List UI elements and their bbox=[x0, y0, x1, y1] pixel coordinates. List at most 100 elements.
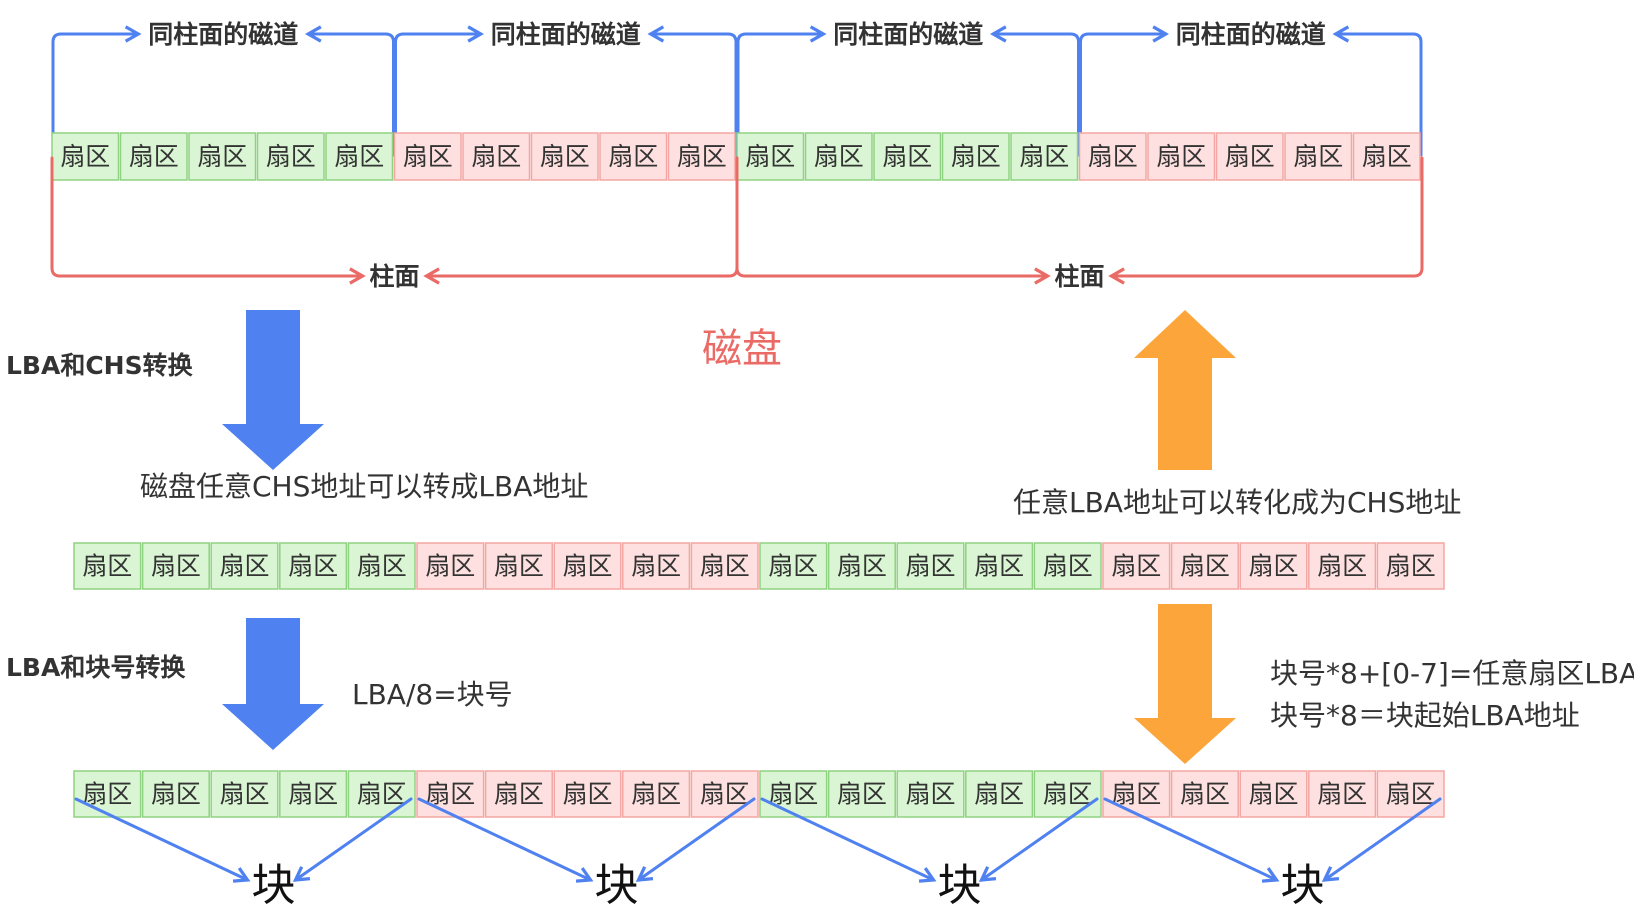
block-sector-label: 扇区 bbox=[82, 780, 132, 809]
track-label: 同柱面的磁道 bbox=[148, 20, 298, 49]
top-sector: 扇区 bbox=[325, 132, 394, 181]
block-sector-label: 扇区 bbox=[768, 780, 818, 809]
top-sector-label: 扇区 bbox=[266, 142, 316, 171]
top-sector-label: 扇区 bbox=[1019, 142, 1069, 171]
top-sector-label: 扇区 bbox=[882, 142, 932, 171]
lba-sector: 扇区 bbox=[279, 542, 348, 590]
chs-down-caption: 磁盘任意CHS地址可以转成LBA地址 bbox=[140, 470, 588, 503]
lba-sector-label: 扇区 bbox=[974, 552, 1024, 581]
lba-sector: 扇区 bbox=[416, 542, 485, 590]
block-sector: 扇区 bbox=[622, 770, 691, 818]
lba-sector-label: 扇区 bbox=[494, 552, 544, 581]
block-group: 块 bbox=[1103, 797, 1442, 911]
block-group: 块 bbox=[74, 797, 413, 911]
block-sector-label: 扇区 bbox=[425, 780, 475, 809]
lba-sector: 扇区 bbox=[1308, 542, 1377, 590]
lba-sector-label: 扇区 bbox=[1111, 552, 1161, 581]
block-sector: 扇区 bbox=[827, 770, 896, 818]
block-label: 块 bbox=[938, 860, 982, 911]
lba-sector: 扇区 bbox=[1170, 542, 1239, 590]
block-sector: 扇区 bbox=[141, 770, 210, 818]
block-sector-label: 扇区 bbox=[1111, 780, 1161, 809]
block-section-title: LBA和块号转换 bbox=[6, 653, 186, 682]
top-sector-label: 扇区 bbox=[1156, 142, 1206, 171]
lba-sector-label: 扇区 bbox=[768, 552, 818, 581]
block-sector-label: 扇区 bbox=[1317, 780, 1367, 809]
lba-sector-label: 扇区 bbox=[700, 552, 750, 581]
top-sector: 扇区 bbox=[462, 132, 531, 181]
track-label: 同柱面的磁道 bbox=[833, 20, 983, 49]
lba-sector: 扇区 bbox=[759, 542, 828, 590]
top-sector-label: 扇区 bbox=[60, 142, 110, 171]
lba-sector: 扇区 bbox=[896, 542, 965, 590]
block-sector-label: 扇区 bbox=[631, 780, 681, 809]
top-sector-label: 扇区 bbox=[1293, 142, 1343, 171]
lba-sector: 扇区 bbox=[827, 542, 896, 590]
top-sector-label: 扇区 bbox=[1225, 142, 1275, 171]
top-sector-row: 扇区扇区扇区扇区扇区扇区扇区扇区扇区扇区扇区扇区扇区扇区扇区扇区扇区扇区扇区扇区 bbox=[51, 132, 1421, 181]
block-sector-label: 扇区 bbox=[357, 780, 407, 809]
lba-sector: 扇区 bbox=[347, 542, 416, 590]
block-sector: 扇区 bbox=[896, 770, 965, 818]
block-sector: 扇区 bbox=[1033, 770, 1102, 818]
top-sector: 扇区 bbox=[941, 132, 1010, 181]
block-sector-label: 扇区 bbox=[1386, 780, 1436, 809]
track-bracket: 同柱面的磁道 bbox=[394, 20, 738, 157]
lba-sector: 扇区 bbox=[622, 542, 691, 590]
block-sector-label: 扇区 bbox=[288, 780, 338, 809]
block-down-caption: LBA/8=块号 bbox=[352, 678, 513, 711]
lba-sector: 扇区 bbox=[210, 542, 279, 590]
track-bracket: 同柱面的磁道 bbox=[736, 20, 1080, 157]
lba-sector-label: 扇区 bbox=[837, 552, 887, 581]
lba-sector: 扇区 bbox=[690, 542, 759, 590]
top-sector: 扇区 bbox=[1078, 132, 1147, 181]
disk-label: 磁盘 bbox=[702, 326, 782, 372]
block-grouping-lines: 块块块块 bbox=[74, 797, 1442, 911]
track-label: 同柱面的磁道 bbox=[491, 20, 641, 49]
lba-sector-label: 扇区 bbox=[82, 552, 132, 581]
chs-section-title: LBA和CHS转换 bbox=[6, 351, 194, 380]
top-sector-label: 扇区 bbox=[745, 142, 795, 171]
top-sector-label: 扇区 bbox=[951, 142, 1001, 171]
top-sector: 扇区 bbox=[1284, 132, 1353, 181]
lba-sector-label: 扇区 bbox=[219, 552, 269, 581]
top-sector-label: 扇区 bbox=[197, 142, 247, 171]
block-sector-label: 扇区 bbox=[1248, 780, 1298, 809]
chs-up-arrow bbox=[1134, 310, 1236, 470]
block-sector: 扇区 bbox=[1102, 770, 1171, 818]
lba-sector-label: 扇区 bbox=[288, 552, 338, 581]
top-sector: 扇区 bbox=[256, 132, 325, 181]
block-label: 块 bbox=[252, 860, 296, 911]
top-sector-label: 扇区 bbox=[334, 142, 384, 171]
track-brackets: 同柱面的磁道 同柱面的磁道 同柱面的磁道 同柱面的磁道 bbox=[51, 20, 1423, 157]
top-sector-label: 扇区 bbox=[677, 142, 727, 171]
block-down-arrow-orange bbox=[1134, 604, 1236, 764]
lba-sector: 扇区 bbox=[73, 542, 142, 590]
block-sector: 扇区 bbox=[210, 770, 279, 818]
block-sector: 扇区 bbox=[1170, 770, 1239, 818]
cylinder-bracket: 柱面 bbox=[735, 156, 1424, 291]
top-sector: 扇区 bbox=[599, 132, 668, 181]
block-label: 块 bbox=[1281, 860, 1325, 911]
top-sector: 扇区 bbox=[119, 132, 188, 181]
block-sector: 扇区 bbox=[73, 770, 142, 818]
top-sector: 扇区 bbox=[1215, 132, 1284, 181]
block-sector-label: 扇区 bbox=[494, 780, 544, 809]
chs-down-arrow bbox=[222, 310, 324, 470]
top-sector: 扇区 bbox=[1352, 132, 1421, 181]
block-sector: 扇区 bbox=[690, 770, 759, 818]
top-sector: 扇区 bbox=[393, 132, 462, 181]
block-sector-label: 扇区 bbox=[837, 780, 887, 809]
track-bracket: 同柱面的磁道 bbox=[1079, 20, 1423, 157]
lba-sector-label: 扇区 bbox=[357, 552, 407, 581]
lba-sector: 扇区 bbox=[1376, 542, 1445, 590]
block-sector-label: 扇区 bbox=[562, 780, 612, 809]
top-sector-label: 扇区 bbox=[129, 142, 179, 171]
lba-sector: 扇区 bbox=[1102, 542, 1171, 590]
block-sector-label: 扇区 bbox=[974, 780, 1024, 809]
block-sector-label: 扇区 bbox=[151, 780, 201, 809]
top-sector: 扇区 bbox=[188, 132, 257, 181]
top-sector-label: 扇区 bbox=[471, 142, 521, 171]
block-sector: 扇区 bbox=[416, 770, 485, 818]
